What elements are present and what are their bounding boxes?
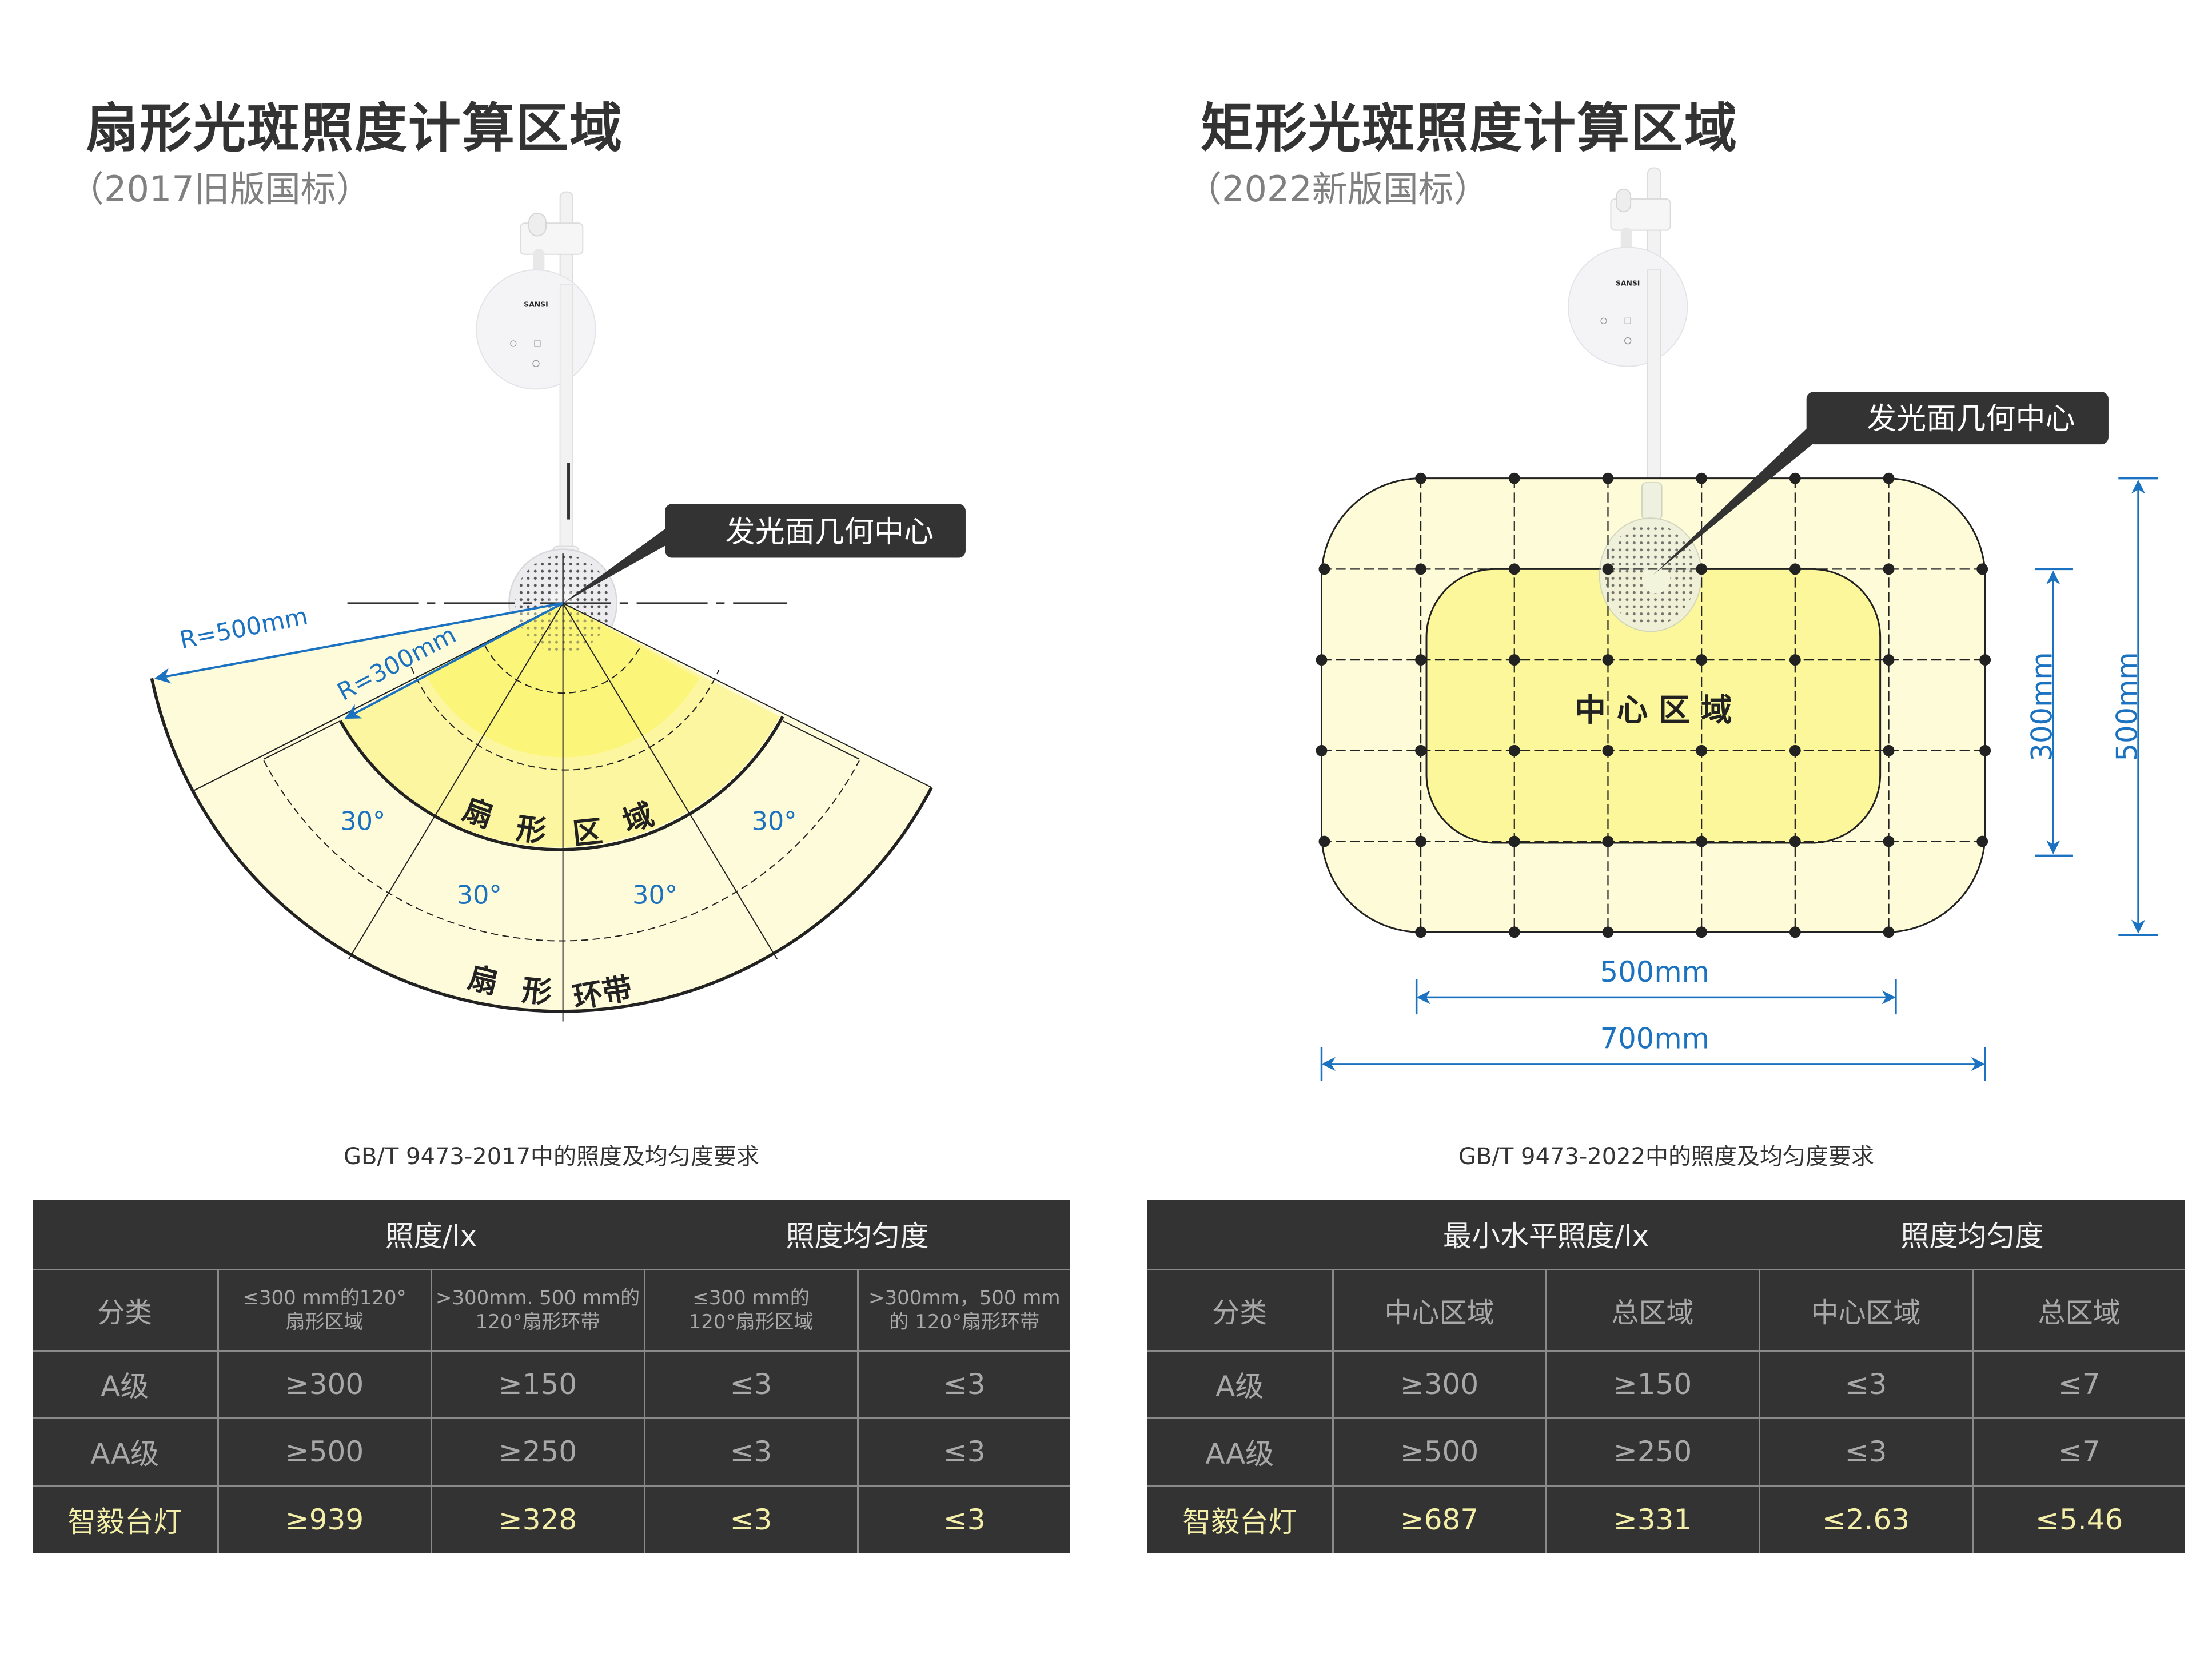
col-header-3: 中心区域 [1758,1268,1974,1352]
table-row: A级 ≥300 ≥150 ≤3 ≤7 [1147,1349,2186,1419]
table-row-highlight: 智毅台灯 ≥687 ≥331 ≤2.63 ≤5.46 [1147,1484,2186,1553]
right-spec-table: 最小水平照度/lx 照度均匀度 分类 中心区域 总区域 中心区域 总区域 A级 … [1147,1200,2186,1553]
rect-grid-diagram: 中 心 区 域 500mm 700mm 300mm 500mm [1316,472,2158,1081]
table-row: A级 ≥300 ≥150 ≤3 ≤3 [33,1349,1071,1419]
dim-300-height: 300mm [2026,652,2059,761]
fan-diagram: R=500mm R=300mm 30° 30° 30° 30° 扇 形 区 域 … [150,567,933,1022]
col-header-category: 分类 [33,1268,219,1352]
left-title: 扇形光斑照度计算区域 [86,98,624,159]
right-callout-text: 发光面几何中心 [1867,402,2075,436]
table-row: AA级 ≥500 ≥250 ≤3 ≤3 [33,1417,1071,1487]
left-spec-table: 照度/lx 照度均匀度 分类 ≤300 mm的120°扇形区域 >300mm. … [33,1200,1071,1553]
group-header-uniformity: 照度均匀度 [1759,1200,2186,1270]
table-row: AA级 ≥500 ≥250 ≤3 ≤7 [1147,1417,2186,1487]
right-table-caption: GB/T 9473-2022中的照度及均匀度要求 [1458,1144,1875,1170]
left-subtitle: （2017旧版国标） [69,168,372,210]
center-region-label: 中 心 区 域 [1575,692,1732,728]
right-lamp-illustration: SANSI [1568,167,1688,495]
svg-text:形: 形 [514,811,548,850]
angle-label-2: 30° [751,807,796,837]
right-callout: 发光面几何中心 [1653,392,2109,575]
svg-text:区: 区 [571,814,604,851]
col-header-1: ≤300 mm的120°扇形区域 [217,1268,432,1352]
left-callout-text: 发光面几何中心 [726,515,934,549]
svg-text:形: 形 [520,973,553,1010]
dim-500-height: 500mm [2111,652,2144,761]
col-header-1: 中心区域 [1332,1268,1547,1352]
angle-label-1: 30° [340,807,385,837]
angle-label-3: 30° [457,881,502,910]
right-lamp-logo: SANSI [1616,278,1640,287]
left-table-caption: GB/T 9473-2017中的照度及均匀度要求 [343,1144,760,1170]
left-lamp-logo: SANSI [524,300,548,309]
col-header-2: 总区域 [1545,1268,1760,1352]
col-header-4: 总区域 [1971,1268,2186,1352]
group-header-illuminance: 照度/lx [218,1200,645,1270]
col-header-category: 分类 [1147,1268,1334,1352]
group-header-uniformity: 照度均匀度 [644,1200,1071,1270]
angle-label-4: 30° [632,881,677,910]
right-title: 矩形光斑照度计算区域 [1201,98,1739,159]
right-subtitle: （2022新版国标） [1186,168,1489,210]
table-row-highlight: 智毅台灯 ≥939 ≥328 ≤3 ≤3 [33,1484,1071,1553]
dim-700-width: 700mm [1600,1022,1709,1055]
left-callout: 发光面几何中心 [563,504,966,603]
group-header-min-illuminance: 最小水平照度/lx [1333,1200,1760,1270]
dim-500-width: 500mm [1600,955,1709,989]
r500-label: R=500mm [177,602,310,654]
